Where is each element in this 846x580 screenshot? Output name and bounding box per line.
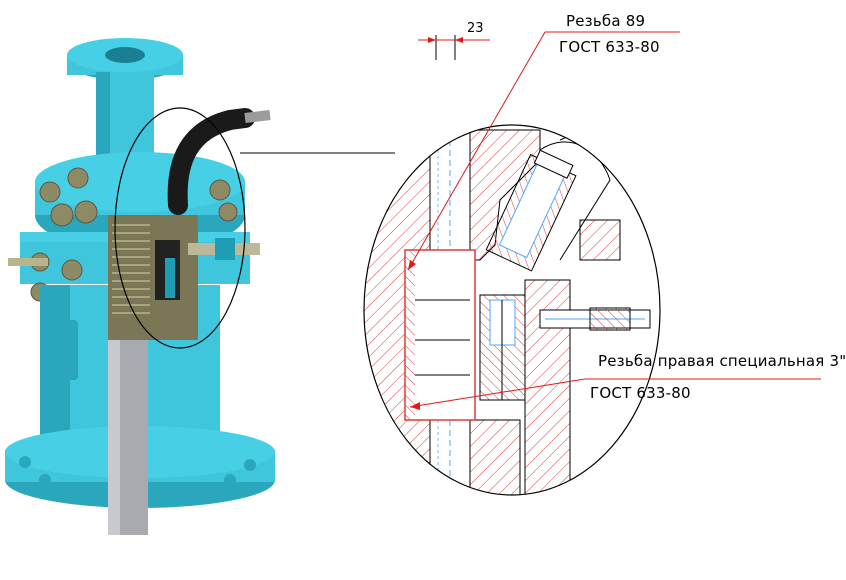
arrow-icon bbox=[410, 402, 420, 410]
callout-top-line1: Резьба 89 bbox=[566, 12, 646, 30]
technical-drawing bbox=[5, 31, 821, 535]
dimension-label: 23 bbox=[467, 21, 484, 36]
detail-section-view bbox=[363, 31, 821, 496]
callout-bottom-line2: ГОСТ 633-80 bbox=[590, 384, 691, 402]
drawing-canvas: 23 Резьба 89 ГОСТ 633-80 Резьба правая с… bbox=[5, 12, 846, 535]
assembly-3d-view bbox=[5, 38, 395, 535]
callout-top-line2: ГОСТ 633-80 bbox=[559, 38, 660, 56]
callout-bottom-line1: Резьба правая специальная 3" bbox=[598, 352, 846, 370]
arrow-icon bbox=[408, 260, 416, 270]
